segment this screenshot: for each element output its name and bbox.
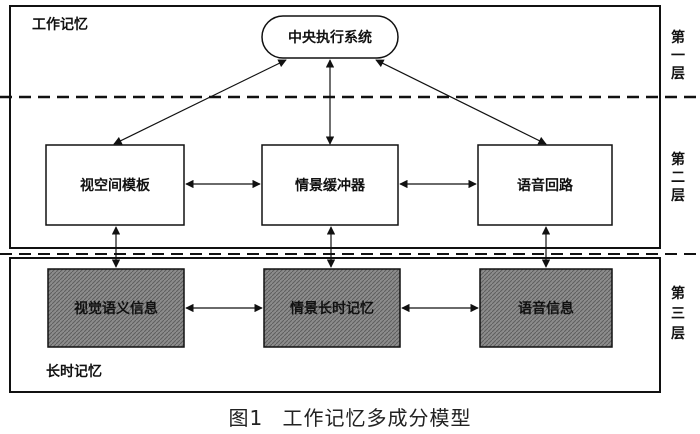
svg-text:中央执行系统: 中央执行系统 (288, 29, 372, 46)
arrow-executive-visuospatial (113, 59, 287, 145)
visuospatial-sketchpad-box: 视空间模板 (45, 144, 185, 226)
layer-label-2: 第 二 层 (671, 151, 685, 204)
svg-text:层: 层 (671, 326, 685, 342)
visual-semantic-box: 视觉语义信息 (47, 268, 185, 348)
svg-text:第: 第 (671, 285, 685, 302)
working-memory-diagram: 工作记忆 长时记忆 第 一 层 第 二 层 第 三 层 中央执行系统 视空间模板… (0, 5, 700, 393)
central-executive-box: 中央执行系统 (261, 15, 399, 59)
layer-label-3: 第 三 层 (671, 285, 685, 342)
episodic-ltm-box: 情景长时记忆 (263, 268, 401, 348)
svg-text:视空间模板: 视空间模板 (80, 177, 151, 194)
episodic-buffer-box: 情景缓冲器 (261, 144, 399, 226)
svg-text:三: 三 (671, 306, 685, 322)
svg-text:语音信息: 语音信息 (518, 300, 574, 317)
svg-text:层: 层 (671, 66, 685, 82)
arrow-executive-phonological (375, 59, 547, 145)
figure-number: 图1 (228, 406, 264, 430)
svg-text:情景长时记忆: 情景长时记忆 (290, 300, 374, 317)
svg-text:语音回路: 语音回路 (517, 177, 574, 194)
phonological-info-box: 语音信息 (479, 268, 613, 348)
figure-title: 工作记忆多成分模型 (282, 406, 472, 430)
working-memory-label: 工作记忆 (32, 16, 88, 33)
svg-text:第: 第 (671, 29, 685, 46)
svg-text:视觉语义信息: 视觉语义信息 (74, 300, 158, 317)
svg-text:情景缓冲器: 情景缓冲器 (295, 177, 366, 194)
figure-caption: 图1 工作记忆多成分模型 (0, 402, 700, 431)
svg-text:二: 二 (671, 170, 685, 186)
svg-text:层: 层 (671, 188, 685, 204)
phonological-loop-box: 语音回路 (477, 144, 613, 226)
svg-text:一: 一 (671, 48, 685, 64)
svg-text:第: 第 (671, 151, 685, 168)
layer-label-1: 第 一 层 (671, 29, 685, 82)
long-term-memory-label: 长时记忆 (46, 363, 102, 380)
